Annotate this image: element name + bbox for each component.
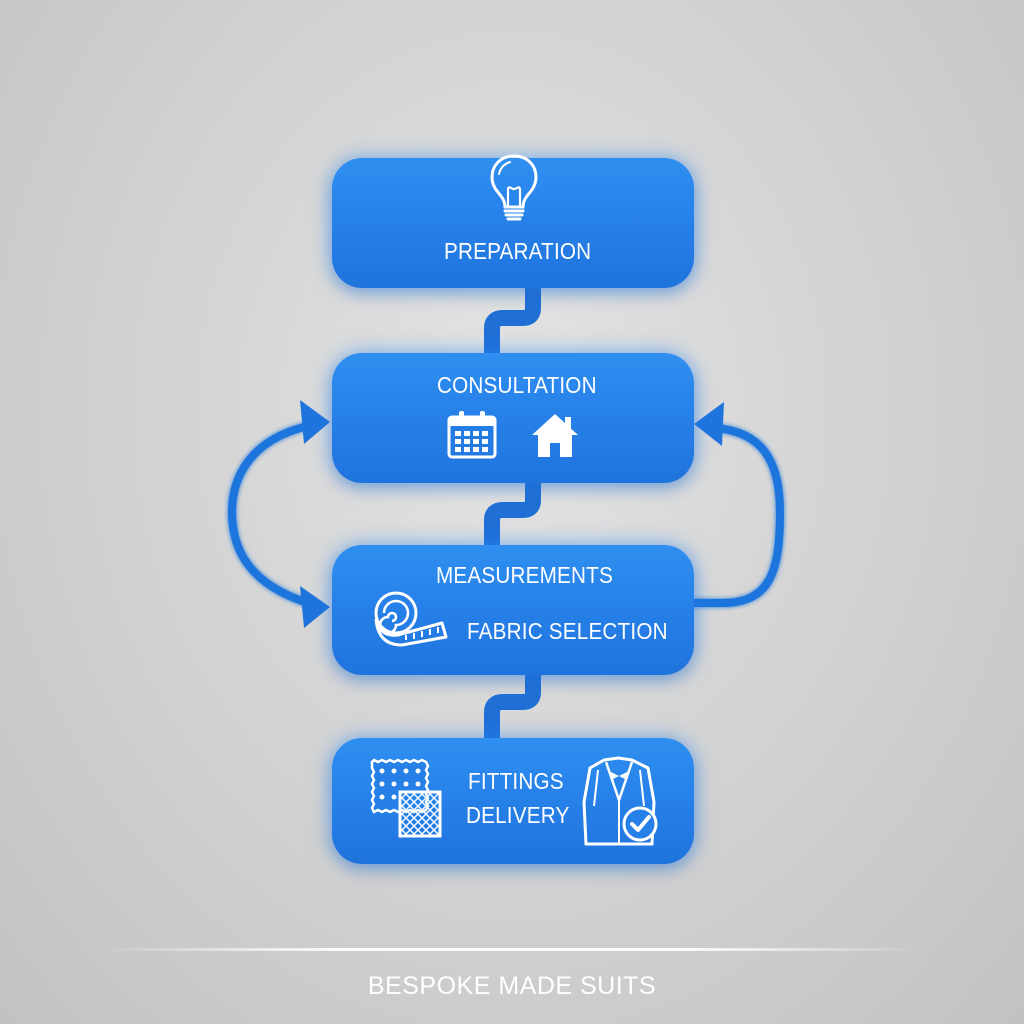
step-fittings-label: FITTINGS [468, 768, 564, 794]
footer-title: BESPOKE MADE SUITS [367, 972, 657, 1000]
step-measurements: MEASUREMENTS FABRIC SELECTION [332, 545, 694, 675]
suit-check-icon [582, 756, 658, 846]
tape-measure-icon [374, 591, 448, 647]
connector-3-4 [484, 673, 541, 740]
step-measurements-label: MEASUREMENTS [436, 562, 613, 588]
fabric-swatches-icon [370, 758, 442, 838]
step-preparation-label: PREPARATION [444, 238, 592, 264]
left-loop-arrowhead-top [300, 400, 330, 444]
lightbulb-icon [490, 154, 538, 221]
left-loop-arrow [227, 422, 312, 607]
connector-2-3 [484, 481, 541, 548]
right-return-arrowhead [694, 402, 724, 446]
footer-divider [100, 948, 924, 951]
step-fittings-delivery: FITTINGS DELIVERY [332, 738, 694, 864]
step-consultation-label: CONSULTATION [437, 372, 597, 398]
left-loop-arrowhead-bottom [300, 586, 330, 628]
right-return-arrow [690, 424, 785, 607]
connector-1-2 [484, 286, 541, 356]
step-consultation: CONSULTATION [332, 353, 694, 483]
step-fabric-selection-label: FABRIC SELECTION [467, 618, 668, 644]
step-delivery-label: DELIVERY [466, 802, 570, 828]
house-icon [532, 414, 578, 457]
step-preparation: PREPARATION [332, 154, 694, 288]
calendar-icon [447, 411, 497, 459]
